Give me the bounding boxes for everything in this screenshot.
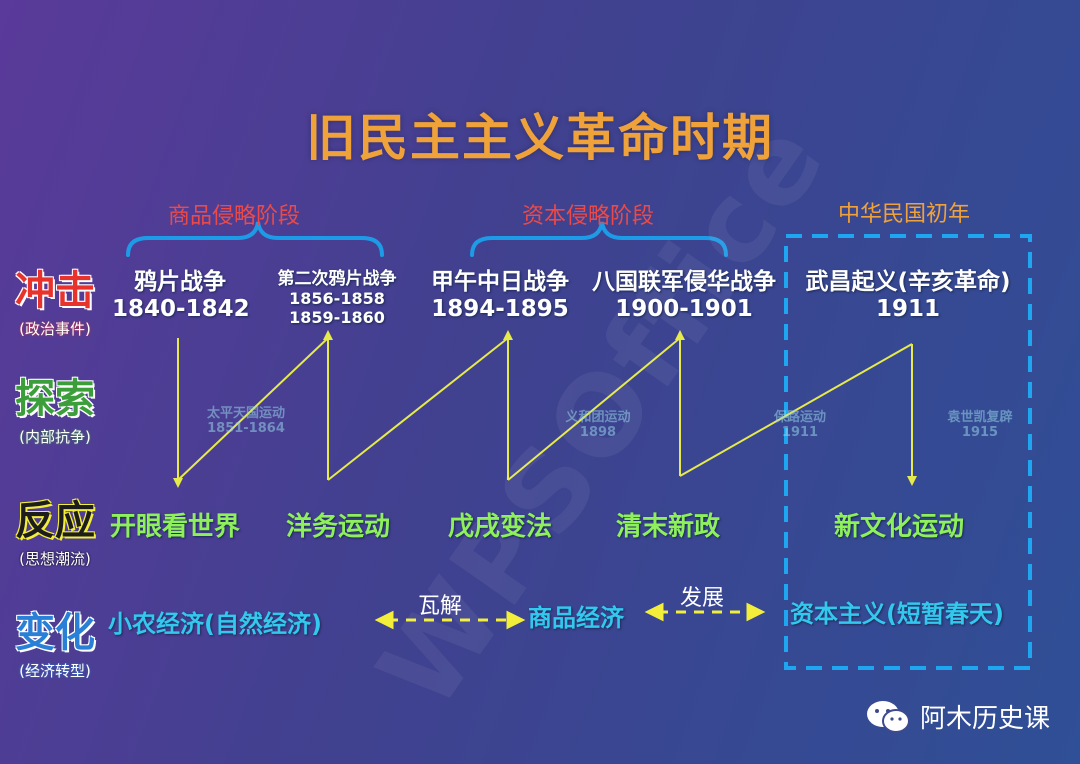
economy-commodity: 商品经济 — [528, 604, 624, 632]
explore-name: 太平天国运动 — [206, 406, 285, 421]
stage-republic-label: 中华民国初年 — [838, 202, 971, 227]
event-date: 1911 — [875, 296, 940, 322]
row-label-reaction: 反应 (思想潮流) — [0, 488, 110, 569]
event-date: 1840-1842 — [112, 296, 250, 322]
event-name: 武昌起义(辛亥革命) — [805, 269, 1011, 295]
event-sino-japanese-war: 甲午中日战争 1894-1895 — [418, 262, 582, 322]
stage-commodity-label: 商品侵略阶段 — [168, 204, 301, 229]
row-explore-sub: (内部抗争) — [19, 428, 91, 446]
economy-capitalism: 资本主义(短暂春天) — [790, 600, 1004, 628]
reaction-reform-1898: 戊戌变法 — [448, 512, 553, 542]
explore-name: 义和团运动 — [565, 410, 631, 425]
reaction-open-eyes: 开眼看世界 — [110, 512, 241, 542]
event-name: 鸦片战争 — [134, 269, 226, 295]
footer-text: 阿木历史课 — [919, 704, 1050, 734]
explore-date: 1898 — [579, 425, 617, 440]
explore-date: 1911 — [781, 425, 819, 440]
row-change-sub: (经济转型) — [19, 662, 91, 680]
explore-railway: 保路运动 1911 — [750, 406, 850, 440]
explore-name: 袁世凯复辟 — [947, 410, 1013, 425]
explore-taiping: 太平天国运动 1851-1864 — [186, 402, 306, 436]
row-label-explore: 探索 (内部抗争) — [0, 366, 110, 447]
link-disintegrate: 瓦解 — [418, 594, 463, 619]
event-date-2: 1859-1860 — [289, 308, 385, 327]
page-title: 旧民主主义革命时期 — [306, 109, 774, 167]
zigzag-connector — [177, 337, 913, 481]
explore-boxer: 义和团运动 1898 — [540, 406, 656, 440]
row-impact-sub: (政治事件) — [19, 320, 91, 338]
row-reaction-sub: (思想潮流) — [19, 550, 91, 568]
row-explore-main: 探索 — [15, 376, 95, 422]
event-name: 第二次鸦片战争 — [277, 269, 397, 289]
event-eight-nation-alliance: 八国联军侵华战争 1900-1901 — [586, 262, 782, 322]
economy-small-farmer: 小农经济(自然经济) — [108, 610, 322, 638]
explore-date: 1915 — [961, 425, 999, 440]
event-date: 1900-1901 — [615, 296, 753, 322]
reaction-westernization: 洋务运动 — [286, 512, 391, 542]
reaction-late-qing-reform: 清末新政 — [616, 512, 721, 542]
explore-name: 保路运动 — [773, 410, 826, 425]
row-change-main: 变化 — [15, 610, 95, 656]
economy-arrows — [374, 602, 766, 630]
event-date: 1894-1895 — [431, 296, 569, 322]
event-name: 八国联军侵华战争 — [592, 269, 776, 295]
row-impact-main: 冲击 — [15, 268, 95, 314]
footer-brand: 阿木历史课 — [866, 698, 1050, 735]
stage-capital-label: 资本侵略阶段 — [522, 204, 655, 229]
explore-yuan-restoration: 袁世凯复辟 1915 — [930, 406, 1030, 440]
zigzag-arrowheads — [173, 330, 917, 488]
event-name: 甲午中日战争 — [431, 269, 569, 295]
event-second-opium-war: 第二次鸦片战争 1856-1858 1859-1860 — [262, 264, 412, 327]
event-date: 1856-1858 — [289, 289, 385, 308]
brace-capital — [470, 221, 728, 257]
brace-commodity — [126, 221, 384, 257]
row-label-impact: 冲击 (政治事件) — [0, 258, 110, 339]
wechat-icon — [866, 700, 910, 733]
link-develop: 发展 — [680, 586, 725, 611]
reaction-new-culture: 新文化运动 — [834, 512, 965, 542]
explore-date: 1851-1864 — [207, 421, 285, 436]
row-label-change: 变化 (经济转型) — [0, 600, 110, 681]
event-opium-war: 鸦片战争 1840-1842 — [112, 262, 250, 322]
event-wuchang-uprising: 武昌起义(辛亥革命) 1911 — [786, 262, 1030, 322]
row-reaction-main: 反应 — [15, 498, 95, 544]
